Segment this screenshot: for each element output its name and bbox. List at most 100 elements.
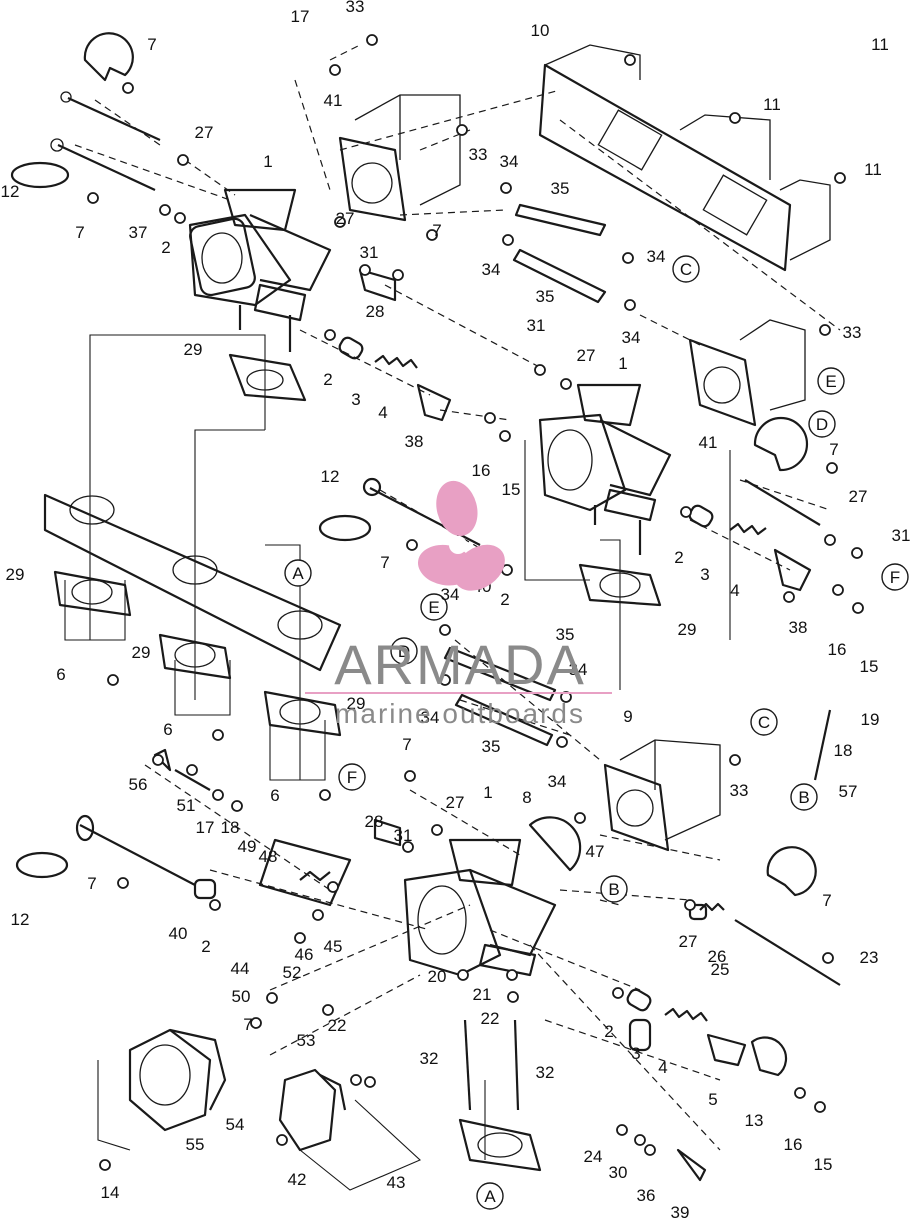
part-number-label: 7 <box>147 35 156 54</box>
carburetor-1-mid <box>538 383 672 555</box>
hardware-part <box>426 229 438 241</box>
part-number-label: 29 <box>184 340 203 359</box>
hardware-part <box>507 991 519 1003</box>
part-number-label: 9 <box>623 707 632 726</box>
part-number-label: 3 <box>631 1044 640 1063</box>
part-number-label: 29 <box>6 565 25 584</box>
float-chambers <box>128 1028 347 1152</box>
part-number-label: 48 <box>259 847 278 866</box>
hardware-part <box>212 789 224 801</box>
hardware-part <box>822 952 834 964</box>
part-number-label: 34 <box>482 260 501 279</box>
part-number-label: 4 <box>658 1058 667 1077</box>
part-number-label: 33 <box>843 323 862 342</box>
manifold-plate <box>43 493 342 672</box>
reference-marker: A <box>476 1182 504 1210</box>
part-number-label: 15 <box>860 657 879 676</box>
part-number-label: 8 <box>522 788 531 807</box>
hardware-part <box>366 34 378 46</box>
part-number-label: 31 <box>527 316 546 335</box>
part-number-label: 1 <box>483 783 492 802</box>
part-number-label: 28 <box>365 812 384 831</box>
hardware-part <box>834 172 846 184</box>
hardware-part <box>186 764 198 776</box>
hardware-part <box>439 624 451 636</box>
propeller-logo-icon <box>418 480 505 591</box>
part-number-label: 17 <box>196 818 215 837</box>
reference-marker: E <box>420 593 448 621</box>
hardware-part <box>851 547 863 559</box>
part-number-label: 33 <box>346 0 365 16</box>
part-number-label: 34 <box>622 328 641 347</box>
watermark-brand: ARMADA <box>334 633 586 696</box>
part-number-label: 4 <box>378 403 387 422</box>
part-number-label: 2 <box>323 370 332 389</box>
hardware-part <box>574 812 586 824</box>
part-number-label: 34 <box>500 152 519 171</box>
part-number-label: 28 <box>366 302 385 321</box>
hardware-part <box>107 674 119 686</box>
part-number-label: 32 <box>420 1049 439 1068</box>
reference-letter: F <box>890 568 900 587</box>
reference-letter: B <box>798 788 809 807</box>
part-number-label: 22 <box>481 1009 500 1028</box>
part-number-label: 3 <box>351 390 360 409</box>
hardware-part <box>152 754 164 766</box>
hardware-part <box>534 364 546 376</box>
hardware-part <box>209 899 221 911</box>
hardware-part <box>499 430 511 442</box>
hardware-part <box>334 216 346 228</box>
reference-marker: F <box>338 763 366 791</box>
part-number-label: 21 <box>473 985 492 1004</box>
hardware-part <box>622 252 634 264</box>
part-number-label: 54 <box>226 1115 245 1134</box>
hardware-part <box>231 800 243 812</box>
hardware-part <box>174 212 186 224</box>
part-number-label: 14 <box>101 1183 120 1202</box>
part-number-label: 23 <box>860 948 879 967</box>
fuel-pipes <box>443 203 607 747</box>
part-number-label: 31 <box>892 526 911 545</box>
hardware-part <box>294 932 306 944</box>
part-number-label: 35 <box>556 625 575 644</box>
part-number-label: 6 <box>163 720 172 739</box>
part-number-label: 30 <box>609 1163 628 1182</box>
part-number-label: 40 <box>169 924 188 943</box>
springs-and-fittings <box>153 268 832 1182</box>
reference-letter: A <box>292 564 304 583</box>
part-number-label: 27 <box>195 123 214 142</box>
reference-marker: B <box>790 783 818 811</box>
part-number-label: 34 <box>441 585 460 604</box>
part-number-label: 45 <box>324 937 343 956</box>
part-number-label: 34 <box>421 708 440 727</box>
hardware-part <box>624 299 636 311</box>
watermark-tagline: marine outboards <box>335 698 585 729</box>
part-number-label: 34 <box>647 247 666 266</box>
hardware-part <box>783 591 795 603</box>
gaskets-41-9 <box>338 136 757 852</box>
part-number-label: 27 <box>577 346 596 365</box>
part-number-label: 27 <box>336 209 355 228</box>
hardware-part <box>612 987 624 999</box>
outline-lines <box>64 334 731 1191</box>
hardware-part <box>87 192 99 204</box>
part-number-label: 34 <box>548 772 567 791</box>
hardware-part <box>159 204 171 216</box>
part-number-label: 37 <box>129 223 148 242</box>
part-number-label: 35 <box>482 737 501 756</box>
hardware-part <box>456 124 468 136</box>
hardware-part <box>99 1159 111 1171</box>
throttle-plates <box>10 32 817 897</box>
part-number-label: 17 <box>291 7 310 26</box>
part-number-label: 11 <box>871 35 889 54</box>
reference-letter: A <box>484 1187 496 1206</box>
hardware-part <box>439 674 451 686</box>
part-number-label: 44 <box>231 959 250 978</box>
hardware-part <box>457 969 469 981</box>
part-number-label: 22 <box>328 1016 347 1035</box>
part-number-label: 52 <box>283 963 302 982</box>
hardware-part <box>322 1004 334 1016</box>
part-number-label: 57 <box>839 782 858 801</box>
